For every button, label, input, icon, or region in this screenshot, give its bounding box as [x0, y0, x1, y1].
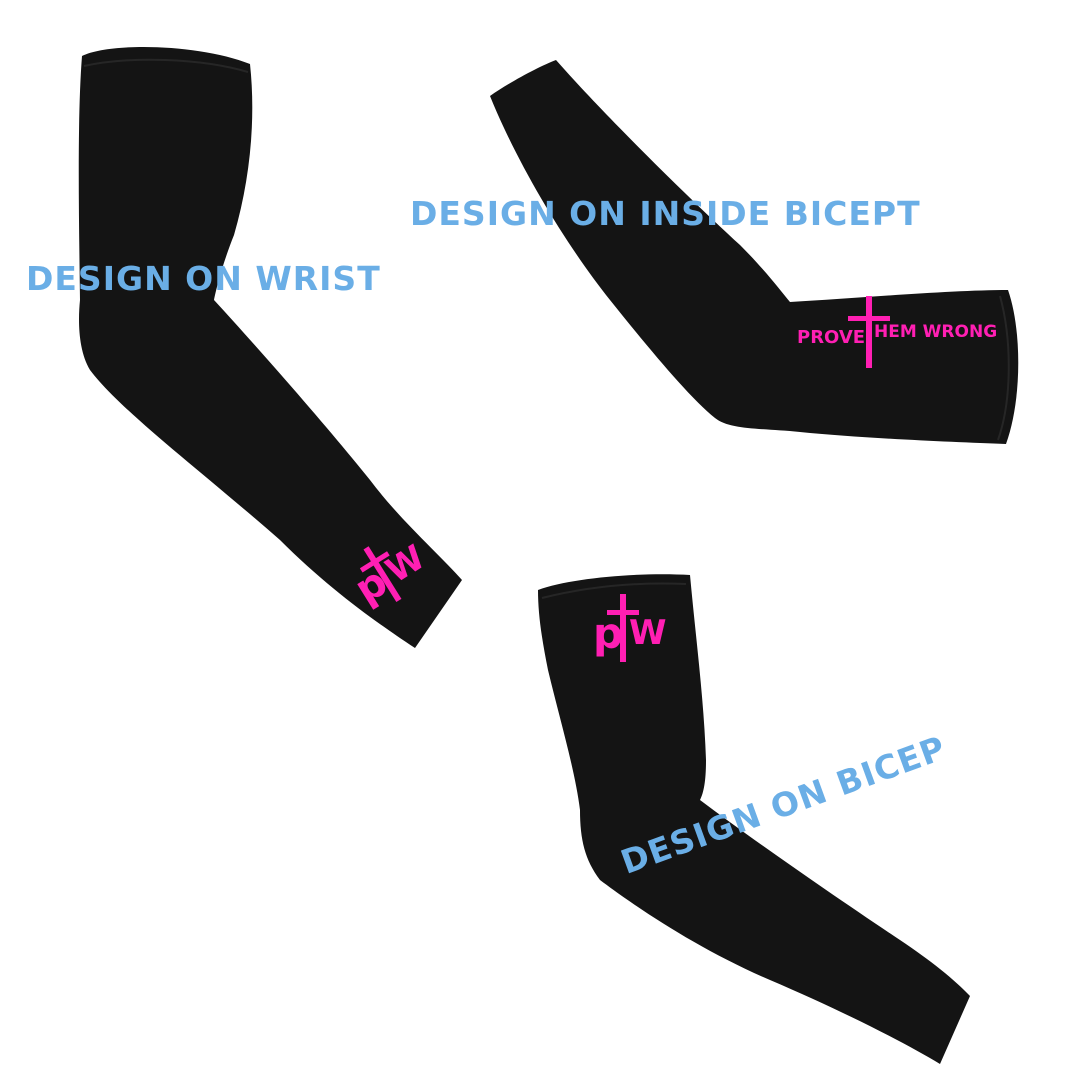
cross-icon [607, 594, 639, 662]
ptw-logo-bicep: p W [593, 594, 667, 662]
arm-sleeve-wrist [78, 46, 462, 649]
sleeve-wrist-cuff-line [83, 58, 249, 73]
monogram-p-bicep: p [593, 609, 623, 658]
arm-sleeve-inside-bicep [490, 60, 1019, 444]
caption-design-on-inside-bicep: DESIGN ON INSIDE BICEPT [410, 194, 921, 233]
sleeve-bicep-cuff-line [541, 582, 687, 599]
caption-design-on-wrist: DESIGN ON WRIST [26, 259, 381, 298]
sleeve-inside-cuff-line [997, 295, 1010, 441]
cross-icon [359, 546, 402, 603]
phrase-hem-wrong: HEM WRONG [874, 322, 997, 342]
arm-sleeve-bicep [538, 574, 970, 1064]
cross-icon [848, 296, 890, 368]
monogram-w-bicep: W [629, 613, 667, 653]
phrase-prove: PROVE [797, 327, 865, 348]
prove-them-wrong-logo: PROVE HEM WRONG [797, 296, 997, 368]
